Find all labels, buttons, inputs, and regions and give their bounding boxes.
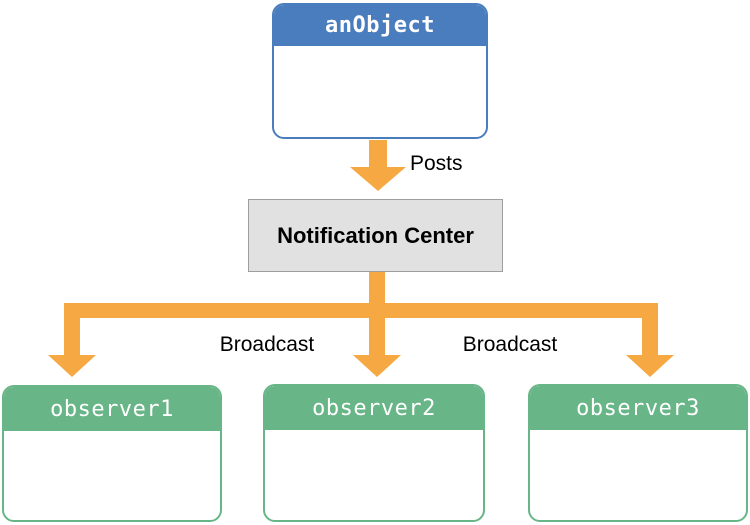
broadcast-arrow [48,272,674,377]
observer1-box: observer1 [2,385,222,522]
notification-center-box: Notification Center [248,199,503,272]
broadcast-right-stem [642,303,658,356]
broadcast-left-arrowhead [48,355,96,377]
observer1-box-header: observer1 [4,387,220,431]
observer3-box-title: observer3 [576,395,700,421]
anobject-box: anObject [272,3,488,139]
broadcast-right-label: Broadcast [462,333,558,356]
observer3-box: observer3 [528,384,748,522]
observer2-box: observer2 [263,384,485,522]
observer2-box-title: observer2 [312,395,436,421]
anobject-box-header: anObject [274,5,486,46]
observer3-box-header: observer3 [530,386,746,430]
anobject-box-title: anObject [325,13,435,38]
broadcast-left-label: Broadcast [219,333,315,356]
broadcast-horizontal-bar [64,303,658,318]
broadcast-center-arrowhead [353,355,401,377]
observer1-box-title: observer1 [50,396,174,422]
posts-arrow [350,140,406,191]
broadcast-right-arrowhead [626,355,674,377]
observer2-box-header: observer2 [265,386,483,430]
notification-center-title: Notification Center [277,222,474,248]
broadcast-left-stem [64,303,80,356]
posts-label: Posts [410,152,463,175]
